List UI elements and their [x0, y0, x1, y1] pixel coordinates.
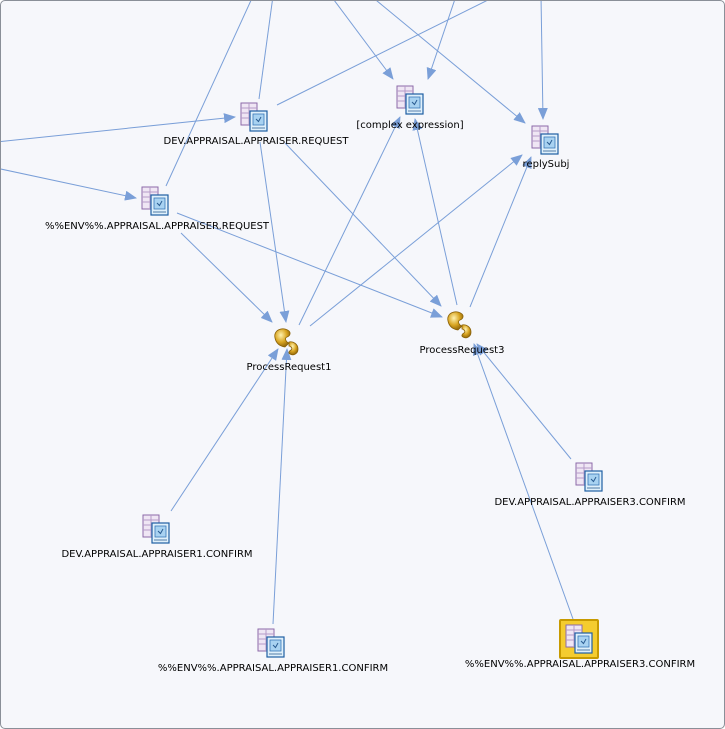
node-label: %%ENV%%.APPRAISAL.APPRAISER.REQUEST	[44, 221, 270, 232]
edge-env_req-to-pr1[interactable]	[180, 232, 273, 323]
destination-icon[interactable]	[572, 460, 606, 494]
node-label: DEV.APPRAISAL.APPRAISER3.CONFIRM	[494, 497, 686, 508]
destination-icon[interactable]	[139, 512, 173, 546]
node-label: DEV.APPRAISAL.APPRAISER.REQUEST	[163, 136, 349, 147]
edge-offscreen-3	[165, 1, 252, 187]
node-label: ProcessRequest3	[419, 345, 505, 356]
destination-icon[interactable]	[528, 123, 562, 157]
node-label: replySubj	[522, 159, 570, 170]
destination-icon[interactable]	[254, 626, 288, 660]
edge-offscreen-6	[334, 1, 394, 80]
destination-icon[interactable]	[559, 619, 599, 659]
node-label: ProcessRequest1	[246, 362, 332, 373]
destination-icon[interactable]	[393, 83, 427, 117]
edge-dev_c3-to-pr3[interactable]	[476, 343, 572, 460]
edge-offscreen-9	[537, 1, 548, 120]
edge-dev_req-to-pr1[interactable]	[259, 141, 290, 323]
edge-offscreen-5	[276, 1, 488, 106]
node-label: DEV.APPRAISAL.APPRAISER1.CONFIRM	[61, 549, 253, 560]
edge-offscreen-2	[1, 168, 137, 201]
edge-env_req-to-pr3[interactable]	[176, 212, 443, 318]
process-icon[interactable]	[442, 307, 476, 341]
edge-offscreen-7	[426, 1, 455, 80]
node-label: %%ENV%%.APPRAISAL.APPRAISER3.CONFIRM	[464, 659, 696, 670]
node-label: %%ENV%%.APPRAISAL.APPRAISER1.CONFIRM	[157, 663, 389, 674]
edge-pr3-to-complex[interactable]	[412, 118, 458, 306]
node-label: [complex expression]	[356, 120, 464, 131]
edge-offscreen-4	[258, 1, 273, 100]
process-icon[interactable]	[269, 324, 303, 358]
edge-dev_req-to-pr3[interactable]	[284, 142, 442, 307]
destination-icon[interactable]	[138, 184, 172, 218]
edge-pr1-to-complex[interactable]	[298, 116, 401, 326]
edge-pr3-to-reply[interactable]	[469, 156, 532, 308]
edge-offscreen-8	[376, 1, 526, 124]
edge-env_c1-to-pr1[interactable]	[272, 348, 292, 625]
edge-pr1-to-reply[interactable]	[309, 154, 523, 327]
edge-dev_c1-to-pr1[interactable]	[170, 348, 279, 512]
destination-icon[interactable]	[237, 100, 271, 134]
edge-env_c3-to-pr3[interactable]	[473, 343, 574, 620]
